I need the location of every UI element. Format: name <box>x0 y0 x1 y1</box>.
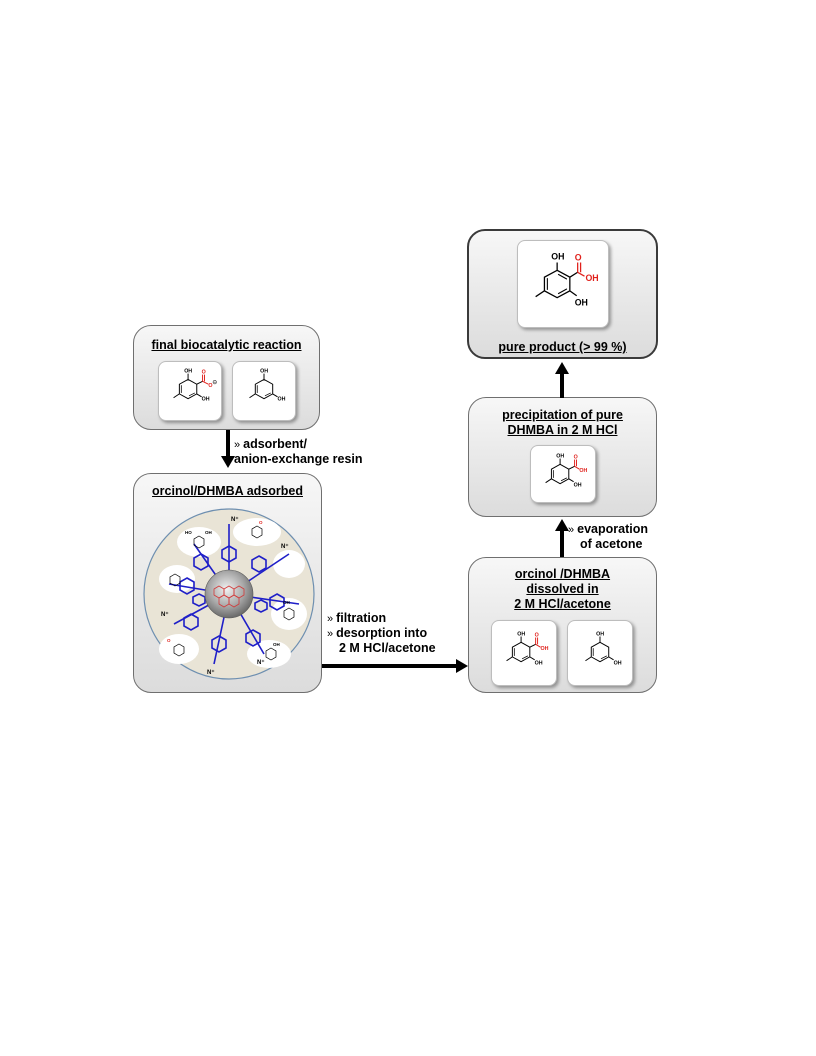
arrow-down-adsorb <box>221 430 235 468</box>
orcinol-card: OH OH <box>567 620 633 686</box>
precipitation-panel: precipitation of pure DHMBA in 2 M HCl O… <box>468 397 657 517</box>
oh-label: OH <box>260 369 268 375</box>
orcinol-structure: OH OH <box>585 632 622 667</box>
molecule-labels: HO OH O OH O OH <box>167 520 290 647</box>
ammonium-label: N⁺ <box>281 543 289 550</box>
arrow-up-product <box>555 362 569 398</box>
adsorbed-panel: orcinol/DHMBA adsorbed <box>133 473 322 693</box>
o-label: O <box>208 383 212 389</box>
svg-text:O: O <box>259 520 263 525</box>
svg-text:OH: OH <box>556 454 564 460</box>
svg-text:OH: OH <box>614 661 622 667</box>
arrow-right-desorption <box>322 659 468 673</box>
svg-text:OH: OH <box>205 530 212 535</box>
ammonium-label: N⁺ <box>207 669 215 676</box>
oh-label: OH <box>278 397 286 403</box>
oh-label: OH <box>184 369 192 375</box>
evaporation-step-label: »evaporation of acetone <box>568 522 648 551</box>
dhmba-product-card: OH O OH OH <box>517 240 609 328</box>
ammonium-label: N⁺ <box>257 659 265 666</box>
red-core-rings <box>213 585 245 608</box>
svg-text:OH: OH <box>540 646 548 652</box>
pure-product-title: pure product (> 99 %) <box>498 340 627 354</box>
svg-text:O: O <box>574 455 578 461</box>
svg-text:OH: OH <box>517 632 525 638</box>
arrow-up-evaporation <box>555 519 569 557</box>
dhmba-anion-card: OH O O ⊖ OH <box>158 361 222 421</box>
dhmba-product-structure: OH O OH OH <box>535 252 599 308</box>
svg-text:O: O <box>167 638 171 643</box>
dhmba-anion-structure: OH O O ⊖ OH <box>173 369 217 403</box>
svg-text:O: O <box>535 633 539 639</box>
precipitation-title: precipitation of pure DHMBA in 2 M HCl <box>502 408 623 437</box>
orcinol-structure: OH OH <box>249 369 286 403</box>
final-reaction-title: final biocatalytic reaction <box>151 338 302 352</box>
resin-bead-diagram: N⁺ N⁺ N⁺ N⁺ N⁺ HO OH O OH O OH <box>143 508 315 680</box>
adsorbent-step-label: »adsorbent/ anion-exchange resin <box>234 437 363 466</box>
filtration-desorption-label: »filtration »desorption into 2 M HCl/ace… <box>327 611 436 655</box>
oh-label: OH <box>551 252 564 262</box>
ammonium-label: N⁺ <box>161 611 169 618</box>
final-reaction-panel: final biocatalytic reaction OH O O ⊖ OH <box>133 325 320 430</box>
svg-text:OH: OH <box>596 632 604 638</box>
dissolved-panel: orcinol /DHMBA dissolved in 2 M HCl/acet… <box>468 557 657 693</box>
oh-label: OH <box>575 298 588 308</box>
dissolved-title: orcinol /DHMBA dissolved in 2 M HCl/acet… <box>514 567 611 611</box>
negative-charge: ⊖ <box>212 380 217 386</box>
adsorbed-molecules <box>169 525 295 661</box>
dhmba-structure: OH O OH OH <box>545 454 588 489</box>
o-label: O <box>575 253 582 263</box>
dhmba-card: OH O OH OH <box>530 445 596 503</box>
dhmba-card: OH O OH OH <box>491 620 557 686</box>
oh-label: OH <box>202 397 210 403</box>
o-label: O <box>202 370 206 376</box>
svg-text:OH: OH <box>273 642 280 647</box>
adsorbed-title: orcinol/DHMBA adsorbed <box>152 484 303 498</box>
ammonium-label: N⁺ <box>231 516 239 523</box>
svg-text:OH: OH <box>283 600 290 605</box>
pure-product-panel: OH O OH OH pure product (> 99 %) <box>467 229 658 359</box>
oh-label: OH <box>585 273 598 283</box>
svg-text:OH: OH <box>574 483 582 489</box>
svg-text:OH: OH <box>579 468 587 474</box>
ammonium-groups: N⁺ N⁺ N⁺ N⁺ N⁺ <box>161 516 289 676</box>
svg-text:OH: OH <box>535 661 543 667</box>
orcinol-card: OH OH <box>232 361 296 421</box>
svg-text:HO: HO <box>185 530 192 535</box>
dhmba-structure: OH O OH OH <box>506 632 549 667</box>
